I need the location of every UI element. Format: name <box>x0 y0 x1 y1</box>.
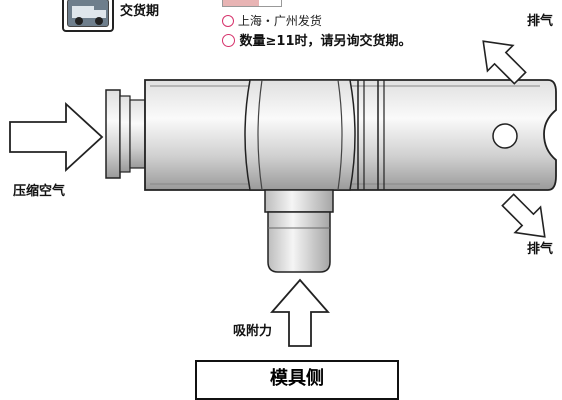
compressed-air-arrow <box>9 101 104 173</box>
left-fitting-neck <box>129 99 146 169</box>
compressed-air-label: 压缩空气 <box>13 184 66 199</box>
truck-icon <box>67 0 109 27</box>
bottom-port-thread <box>267 211 331 273</box>
note-quantity-text: 数量≥11时，请另询交货期。 <box>239 34 412 49</box>
suction-label: 吸附力 <box>233 324 273 339</box>
mold-side-box: 模具侧 <box>195 360 399 400</box>
exhaust-label-bottom: 排气 <box>527 242 554 257</box>
exhaust-label-top: 排气 <box>527 14 554 29</box>
note-quantity: 数量≥11时，请另询交货期。 <box>222 30 412 49</box>
exhaust-arrow-bottom <box>501 193 546 238</box>
delivery-label: 交货期 <box>120 4 160 19</box>
lightbulb-icon <box>222 15 234 27</box>
bottom-port-top <box>264 189 334 213</box>
suction-arrow <box>270 278 330 347</box>
left-fitting-cap <box>105 89 121 179</box>
exhaust-arrow-top <box>482 40 527 85</box>
center-sleeve <box>244 79 356 191</box>
lightbulb-icon <box>222 34 235 47</box>
exhaust-port <box>492 123 518 149</box>
note-ship-from-text: 上海・广州发货 <box>237 14 322 28</box>
left-fitting-ring <box>119 95 131 173</box>
delivery-table <box>222 0 282 7</box>
truck-badge <box>62 0 114 32</box>
note-ship-from: 上海・广州发货 <box>222 12 322 29</box>
